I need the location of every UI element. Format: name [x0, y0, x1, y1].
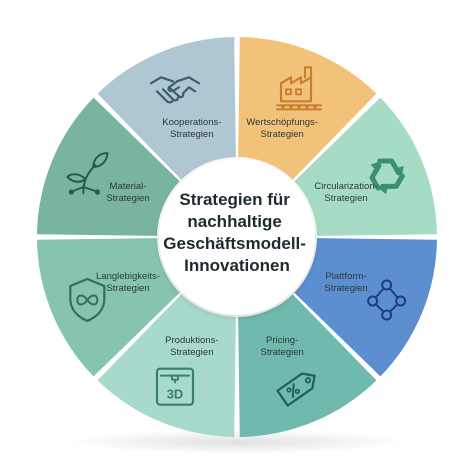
infinity-shield-icon	[69, 277, 106, 323]
segment-2: Circularization-Strategien	[294, 97, 437, 236]
segment-label-line: Strategien	[170, 129, 213, 140]
segment-4: Pricing-Strategien	[238, 294, 377, 437]
segment-label-line: Strategien	[261, 129, 304, 140]
network-icon	[367, 279, 407, 321]
segment-label-line: Strategien	[324, 283, 367, 294]
segment-label: Plattform-Strategien	[324, 271, 367, 294]
segment-label-line: Strategien	[106, 283, 149, 294]
segment-wedge	[97, 294, 236, 437]
center-title-line-4: Innovationen	[184, 256, 290, 275]
segment-7: Material-Strategien	[37, 97, 180, 236]
3d-printer-icon: 3D	[155, 367, 195, 406]
segment-label-line: Langlebigkeits-	[96, 271, 160, 282]
segment-label-line: Produktions-	[165, 335, 218, 346]
price-tag-icon	[276, 372, 316, 407]
segment-wedge	[294, 97, 437, 236]
plant-icon	[66, 152, 109, 195]
segment-label-line: Pricing-	[266, 335, 298, 346]
segment-wedge	[238, 294, 377, 437]
segment-label: Produktions-Strategien	[165, 335, 218, 358]
segment-label-line: Wertschöpfungs-	[246, 117, 318, 128]
segment-label: Langlebigkeits-Strategien	[96, 271, 160, 294]
center-title-line-2: nachhaltige	[187, 212, 281, 231]
segment-label: Kooperations-Strategien	[162, 117, 221, 140]
segment-label-line: Strategien	[324, 193, 367, 204]
segment-label-line: Strategien	[261, 347, 304, 358]
segment-wedge	[294, 238, 437, 377]
floor-shadow	[67, 430, 407, 454]
segment-label: Material-Strategien	[106, 181, 149, 204]
segment-label-line: Strategien	[170, 347, 213, 358]
segment-wedge	[37, 97, 180, 236]
segment-wedge	[37, 238, 180, 377]
segment-label-line: Material-	[110, 181, 147, 192]
center-title-line-3: Geschäftsmodell-	[163, 234, 306, 253]
factory-icon	[275, 66, 322, 111]
center-circle	[159, 159, 315, 315]
segment-label-line: Kooperations-	[162, 117, 221, 128]
center-title-line-1: Strategien für	[179, 190, 290, 209]
segment-3: Plattform-Strategien	[294, 238, 437, 377]
segment-label-line: Plattform-	[325, 271, 366, 282]
segment-1: Wertschöpfungs-Strategien	[238, 37, 377, 180]
segment-wedge	[97, 37, 236, 180]
printer-3d-text: 3D	[167, 387, 184, 402]
center-title: Strategien für nachhaltige Geschäftsmode…	[163, 190, 310, 275]
segment-label: Wertschöpfungs-Strategien	[246, 117, 318, 140]
segment-6: Langlebigkeits-Strategien	[37, 238, 180, 377]
segment-5: 3D Produktions-Strategien	[97, 294, 236, 437]
segment-label: Pricing-Strategien	[261, 335, 304, 358]
recycle-icon	[369, 158, 405, 195]
segment-8: Kooperations-Strategien	[97, 37, 236, 180]
segment-label-line: Strategien	[106, 193, 149, 204]
handshake-icon	[149, 76, 201, 104]
segment-label-line: Circularization-	[314, 181, 377, 192]
segments-layer: Wertschöpfungs-StrategienCircularization…	[37, 37, 437, 437]
segment-label: Circularization-Strategien	[314, 181, 377, 204]
